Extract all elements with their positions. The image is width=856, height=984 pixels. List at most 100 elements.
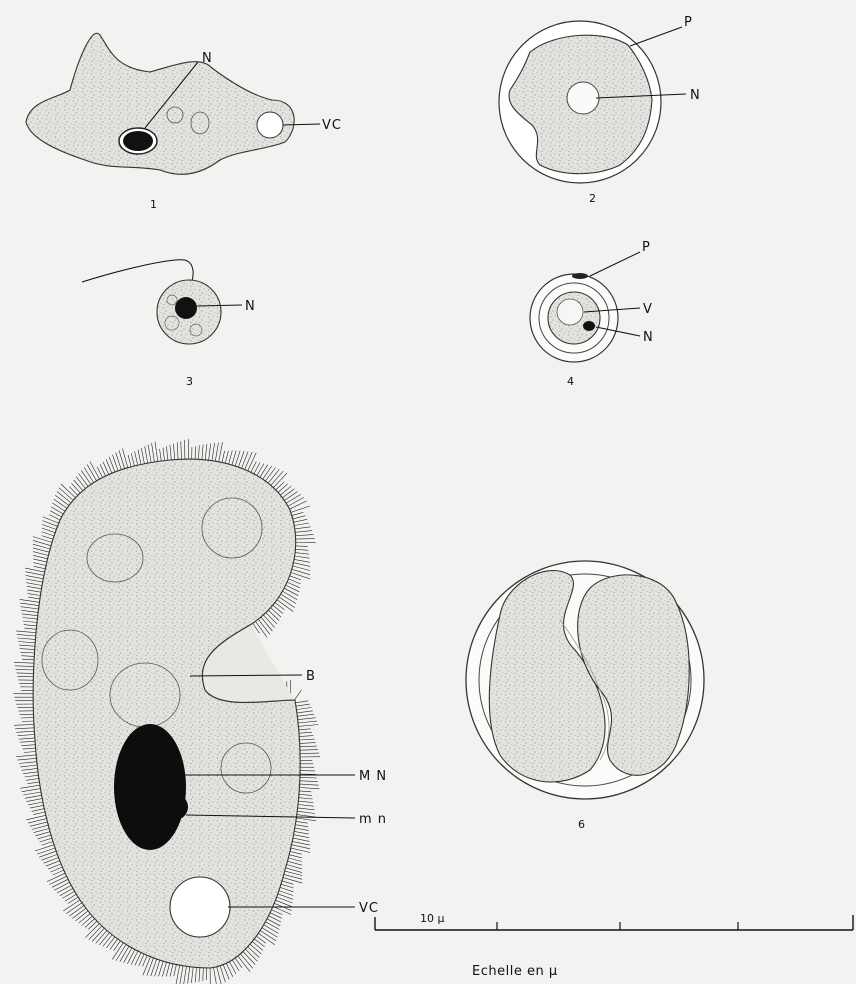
cilium	[280, 887, 293, 891]
cilium	[79, 914, 91, 924]
cilium	[38, 835, 52, 839]
cilium	[18, 642, 35, 643]
cilium	[265, 468, 275, 482]
cilium	[14, 724, 34, 725]
cilium	[280, 486, 291, 495]
cilium	[297, 708, 312, 710]
cilium	[36, 832, 50, 836]
label-p: P	[684, 15, 693, 30]
cilium	[54, 499, 67, 508]
cilium	[42, 528, 55, 533]
cilium	[60, 888, 73, 895]
cilium	[34, 566, 46, 569]
cilium	[20, 785, 40, 788]
cilium	[16, 731, 34, 732]
cilium	[292, 841, 310, 845]
cilium	[120, 946, 129, 962]
cilium	[298, 718, 316, 720]
nucleus	[583, 321, 595, 331]
cilium	[263, 466, 272, 479]
cilium	[299, 725, 319, 727]
cilium	[296, 539, 315, 540]
cilium	[141, 448, 144, 464]
cilium	[47, 873, 65, 881]
cilium	[289, 855, 302, 858]
cilium	[42, 536, 54, 540]
cilium	[33, 555, 48, 559]
nucleus	[567, 82, 599, 114]
cilium	[20, 765, 37, 767]
cilium	[21, 607, 39, 609]
cilium	[33, 559, 47, 562]
cilium	[275, 900, 292, 907]
cilium	[22, 721, 34, 722]
cilium	[269, 916, 282, 922]
cilium	[299, 794, 312, 795]
cilium	[268, 610, 279, 621]
cilium	[300, 788, 320, 789]
cilium	[159, 961, 164, 976]
cilium	[287, 865, 302, 869]
cilium	[170, 964, 173, 977]
cilium	[271, 471, 284, 485]
cilium	[116, 945, 126, 961]
micronucleus	[162, 794, 188, 820]
cilium	[202, 445, 203, 460]
cilium	[106, 937, 114, 948]
scale-tick-label: 10 µ	[420, 912, 445, 925]
cilium	[90, 462, 100, 480]
flagellum	[82, 260, 193, 282]
cilium	[16, 631, 36, 633]
cilium	[291, 573, 310, 579]
cilium	[131, 453, 134, 466]
cilium	[298, 801, 313, 803]
cilium	[295, 549, 308, 550]
cilium	[40, 838, 52, 842]
cilium	[24, 625, 37, 626]
cilium	[23, 772, 38, 774]
cilium	[299, 798, 313, 799]
cilium	[128, 455, 131, 467]
cilium	[288, 861, 303, 865]
cilium	[184, 966, 187, 984]
cilium	[18, 638, 36, 639]
cilium	[292, 512, 304, 515]
figure-6: 6	[466, 561, 704, 831]
cilium	[27, 590, 41, 592]
cilium	[55, 495, 69, 505]
cilium	[18, 758, 37, 760]
cilium	[74, 480, 83, 491]
figure-1: N VC 1	[26, 33, 342, 211]
cilium	[265, 922, 279, 930]
cilium	[25, 795, 42, 798]
cilium	[243, 952, 255, 965]
cilium	[279, 597, 295, 608]
cilium	[298, 808, 315, 810]
cilium	[66, 903, 82, 914]
figure-number: 2	[589, 192, 596, 205]
cilium	[281, 884, 294, 888]
figure-number: 6	[578, 818, 585, 831]
cilium	[195, 446, 196, 459]
cilium	[124, 948, 132, 963]
cilium	[85, 919, 95, 928]
cilium	[273, 907, 291, 915]
cilium	[300, 777, 317, 778]
cilium	[278, 484, 288, 493]
cilium	[252, 942, 263, 951]
cilium	[293, 838, 310, 841]
cilium	[299, 736, 313, 737]
cilium	[284, 492, 297, 501]
cilium	[286, 585, 300, 592]
cilium	[260, 465, 268, 478]
cilium	[297, 811, 315, 813]
cilium	[28, 782, 40, 784]
cilium	[28, 819, 46, 824]
cilium	[96, 930, 107, 943]
cilium	[281, 594, 296, 604]
cilium	[53, 870, 64, 875]
cilium	[177, 442, 178, 459]
cilium	[21, 610, 38, 612]
label-mn-micro: m n	[359, 812, 387, 827]
